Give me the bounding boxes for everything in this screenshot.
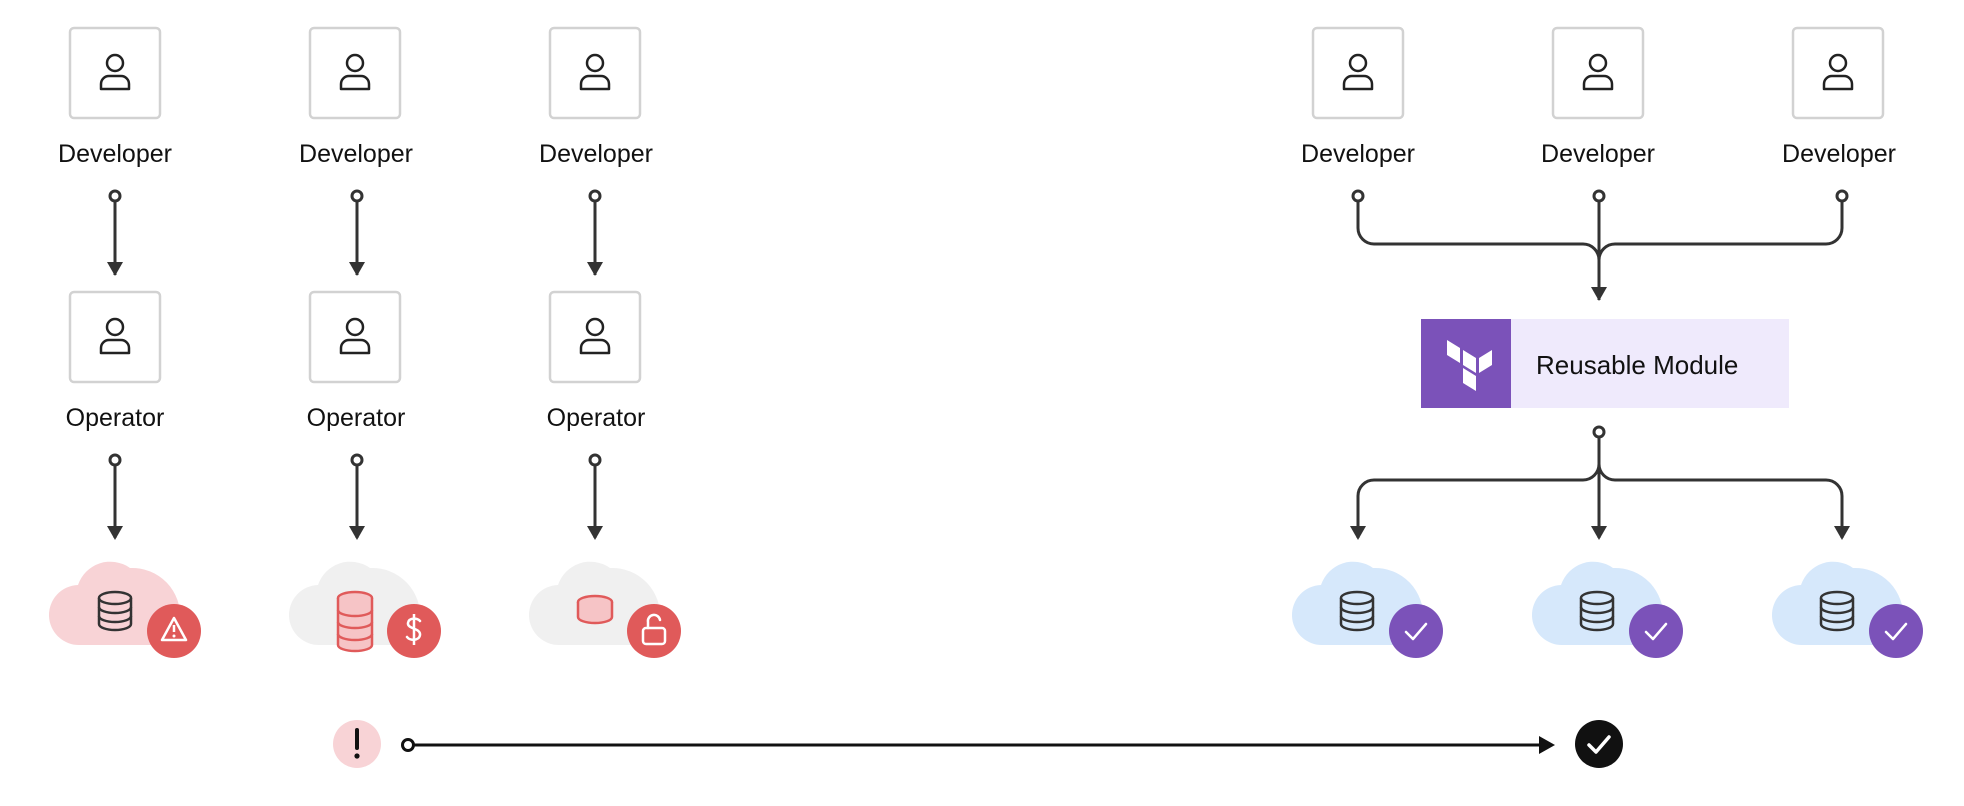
developer-label: Developer: [1782, 140, 1896, 168]
user-icon: [99, 53, 131, 91]
operator-label: Operator: [547, 404, 646, 432]
arrowhead-icon: [349, 526, 365, 540]
user-icon: [99, 317, 131, 355]
right-developer-2: Developer: [1541, 26, 1655, 168]
developer-box: [1791, 26, 1885, 120]
arrowhead-icon: [1591, 526, 1607, 540]
developer-box: [308, 26, 402, 120]
terraform-icon: [1447, 340, 1492, 391]
user-icon: [1582, 53, 1614, 91]
user-icon: [1822, 53, 1854, 91]
database-small-icon: [576, 594, 614, 625]
left-column-3: Developer Operator: [528, 26, 681, 658]
developer-label: Developer: [1541, 140, 1655, 168]
operator-box: [308, 290, 402, 384]
split-connector: [1356, 425, 1844, 538]
user-icon: [339, 317, 371, 355]
user-icon: [579, 53, 611, 91]
arrowhead-icon: [1591, 287, 1607, 301]
arrowhead-icon: [349, 262, 365, 276]
connector-dot: [588, 453, 602, 467]
right-developer-3: Developer: [1782, 26, 1896, 168]
user-icon: [1342, 53, 1374, 91]
right-resource-1: [1291, 561, 1443, 658]
unlock-icon: [627, 604, 681, 658]
progress-arrow: [333, 720, 1623, 768]
developer-box: [68, 26, 162, 120]
developer-box: [1551, 26, 1645, 120]
left-column-2: Developer Operator: [288, 26, 441, 658]
database-icon: [97, 590, 133, 632]
connector-dot: [108, 453, 122, 467]
operator-box: [548, 290, 642, 384]
check-icon: [1389, 604, 1443, 658]
left-column-1: Developer Operator: [48, 26, 201, 658]
connector-dot: [350, 453, 364, 467]
arrowhead-icon: [107, 526, 123, 540]
connector-dot: [588, 189, 602, 203]
merge-connector: [1351, 189, 1849, 300]
right-resource-3: [1771, 561, 1923, 658]
module-label: Reusable Module: [1536, 350, 1738, 380]
reusable-module: Reusable Module: [1421, 319, 1789, 408]
developer-label: Developer: [539, 140, 653, 168]
exclamation-icon: [333, 720, 381, 768]
database-icon: [1339, 590, 1375, 632]
right-developer-1: Developer: [1301, 26, 1415, 168]
connector-dot: [350, 189, 364, 203]
arrowhead-icon: [107, 262, 123, 276]
developer-label: Developer: [58, 140, 172, 168]
operator-label: Operator: [66, 404, 165, 432]
operator-box: [68, 290, 162, 384]
warning-triangle-icon: [147, 604, 201, 658]
developer-box: [548, 26, 642, 120]
check-icon: [1869, 604, 1923, 658]
arrowhead-icon: [1539, 736, 1555, 754]
arrowhead-icon: [1350, 526, 1366, 540]
check-icon: [1629, 604, 1683, 658]
connector-dot: [108, 189, 122, 203]
arrowhead-icon: [1834, 526, 1850, 540]
developer-label: Developer: [1301, 140, 1415, 168]
developer-label: Developer: [299, 140, 413, 168]
developer-box: [1311, 26, 1405, 120]
operator-label: Operator: [307, 404, 406, 432]
check-circle-icon: [1575, 720, 1623, 768]
arrowhead-icon: [587, 526, 603, 540]
right-resource-2: [1531, 561, 1683, 658]
user-icon: [339, 53, 371, 91]
database-icon: [1819, 590, 1855, 632]
database-icon: [1579, 590, 1615, 632]
dollar-icon: [387, 604, 441, 658]
connector-dot: [401, 738, 415, 752]
database-stack-icon: [336, 590, 374, 653]
user-icon: [579, 317, 611, 355]
arrowhead-icon: [587, 262, 603, 276]
